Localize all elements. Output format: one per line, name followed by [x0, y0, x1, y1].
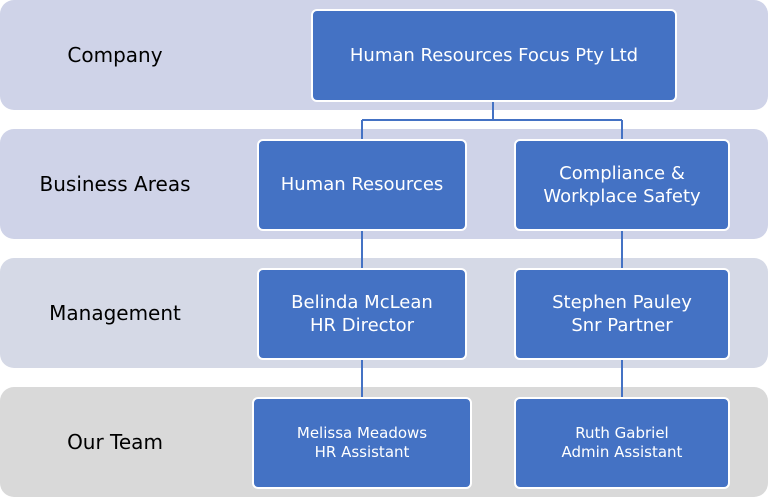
node-stephen-name: Stephen Pauley: [552, 291, 692, 313]
node-company: Human Resources Focus Pty Ltd: [311, 9, 677, 102]
node-stephen-title: Snr Partner: [571, 315, 673, 336]
level-label-business-areas: Business Areas: [39, 172, 191, 196]
node-ruth-gabriel: Ruth Gabriel Admin Assistant: [514, 397, 730, 489]
node-melissa-meadows: Melissa Meadows HR Assistant: [252, 397, 472, 489]
node-company-line1: Human Resources Focus Pty Ltd: [349, 44, 639, 66]
node-belinda-title: HR Director: [309, 315, 415, 336]
node-ruth-name: Ruth Gabriel: [575, 423, 669, 442]
node-compliance-line2: Workplace Safety: [543, 186, 701, 207]
node-compliance-workplace-safety: Compliance & Workplace Safety: [514, 139, 730, 231]
level-label-our-team: Our Team: [67, 430, 163, 454]
level-label-management: Management: [49, 301, 181, 325]
level-label-company: Company: [67, 43, 163, 67]
node-belinda-name: Belinda McLean: [291, 291, 433, 313]
node-belinda-mclean: Belinda McLean HR Director: [257, 268, 467, 360]
node-human-resources: Human Resources: [257, 139, 467, 231]
node-stephen-pauley: Stephen Pauley Snr Partner: [514, 268, 730, 360]
node-compliance-line1: Compliance &: [559, 162, 685, 184]
node-melissa-name: Melissa Meadows: [296, 423, 428, 442]
node-melissa-title: HR Assistant: [314, 443, 410, 461]
node-ruth-title: Admin Assistant: [561, 443, 683, 461]
node-human-resources-line1: Human Resources: [280, 174, 444, 196]
